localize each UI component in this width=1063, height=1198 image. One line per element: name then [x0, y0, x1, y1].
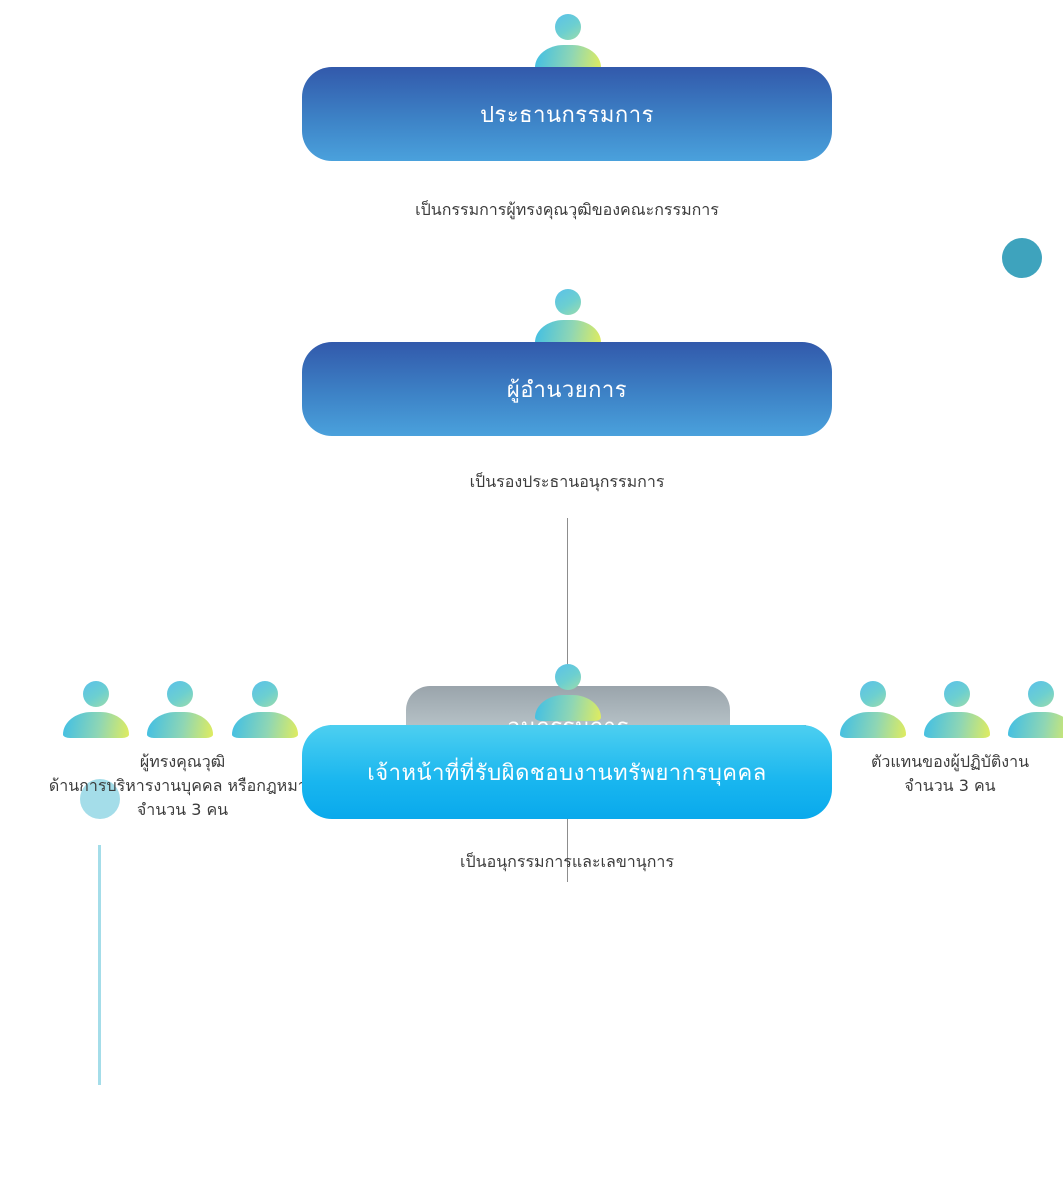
- hr-officer-description: เป็นอนุกรรมการและเลขานุการ: [460, 852, 674, 871]
- expert-person-icon: [63, 681, 129, 738]
- expert-person-icon: [147, 681, 213, 738]
- chairman-person-icon: [535, 14, 601, 71]
- experts-label-line2: ด้านการบริหารงานบุคคล หรือกฎหมาย: [48, 776, 317, 795]
- employee-rep-person-icon: [924, 681, 990, 738]
- chairman-title: ประธานกรรมการ: [480, 102, 654, 128]
- hr-officer-title: เจ้าหน้าที่ที่รับผิดชอบงานทรัพยากรบุคคล: [367, 760, 767, 786]
- expert-person-icon: [232, 681, 298, 738]
- employee-reps-label: ตัวแทนของผู้ปฏิบัติงาน จำนวน 3 คน: [840, 750, 1060, 798]
- chairman-description: เป็นกรรมการผู้ทรงคุณวุฒิของคณะกรรมการ: [415, 200, 719, 219]
- experts-label-line3: จำนวน 3 คน: [136, 800, 229, 819]
- director-title: ผู้อำนวยการ: [506, 377, 628, 403]
- employee-rep-person-icon: [1008, 681, 1063, 738]
- decorative-dot-teal: [1002, 238, 1042, 278]
- connector-vertical-top: [567, 518, 568, 686]
- decorative-dot-light: [80, 779, 120, 819]
- hr-officer-person-figure: [535, 664, 601, 721]
- decorative-line-light: [98, 845, 101, 1085]
- director-box: ผู้อำนวยการ: [302, 342, 832, 436]
- experts-label-line1: ผู้ทรงคุณวุฒิ: [139, 752, 226, 771]
- director-person-icon: [535, 289, 601, 346]
- connector-vertical-bottom: [567, 766, 568, 882]
- employee-reps-label-line2: จำนวน 3 คน: [904, 776, 996, 795]
- hr-officer-box: เจ้าหน้าที่ที่รับผิดชอบงานทรัพยากรบุคคล: [302, 725, 832, 819]
- chairman-box: ประธานกรรมการ: [302, 67, 832, 161]
- employee-rep-person-icon: [840, 681, 906, 738]
- experts-label: ผู้ทรงคุณวุฒิ ด้านการบริหารงานบุคคล หรือ…: [0, 750, 365, 822]
- director-description: เป็นรองประธานอนุกรรมการ: [469, 472, 665, 491]
- employee-reps-label-line1: ตัวแทนของผู้ปฏิบัติงาน: [870, 752, 1030, 771]
